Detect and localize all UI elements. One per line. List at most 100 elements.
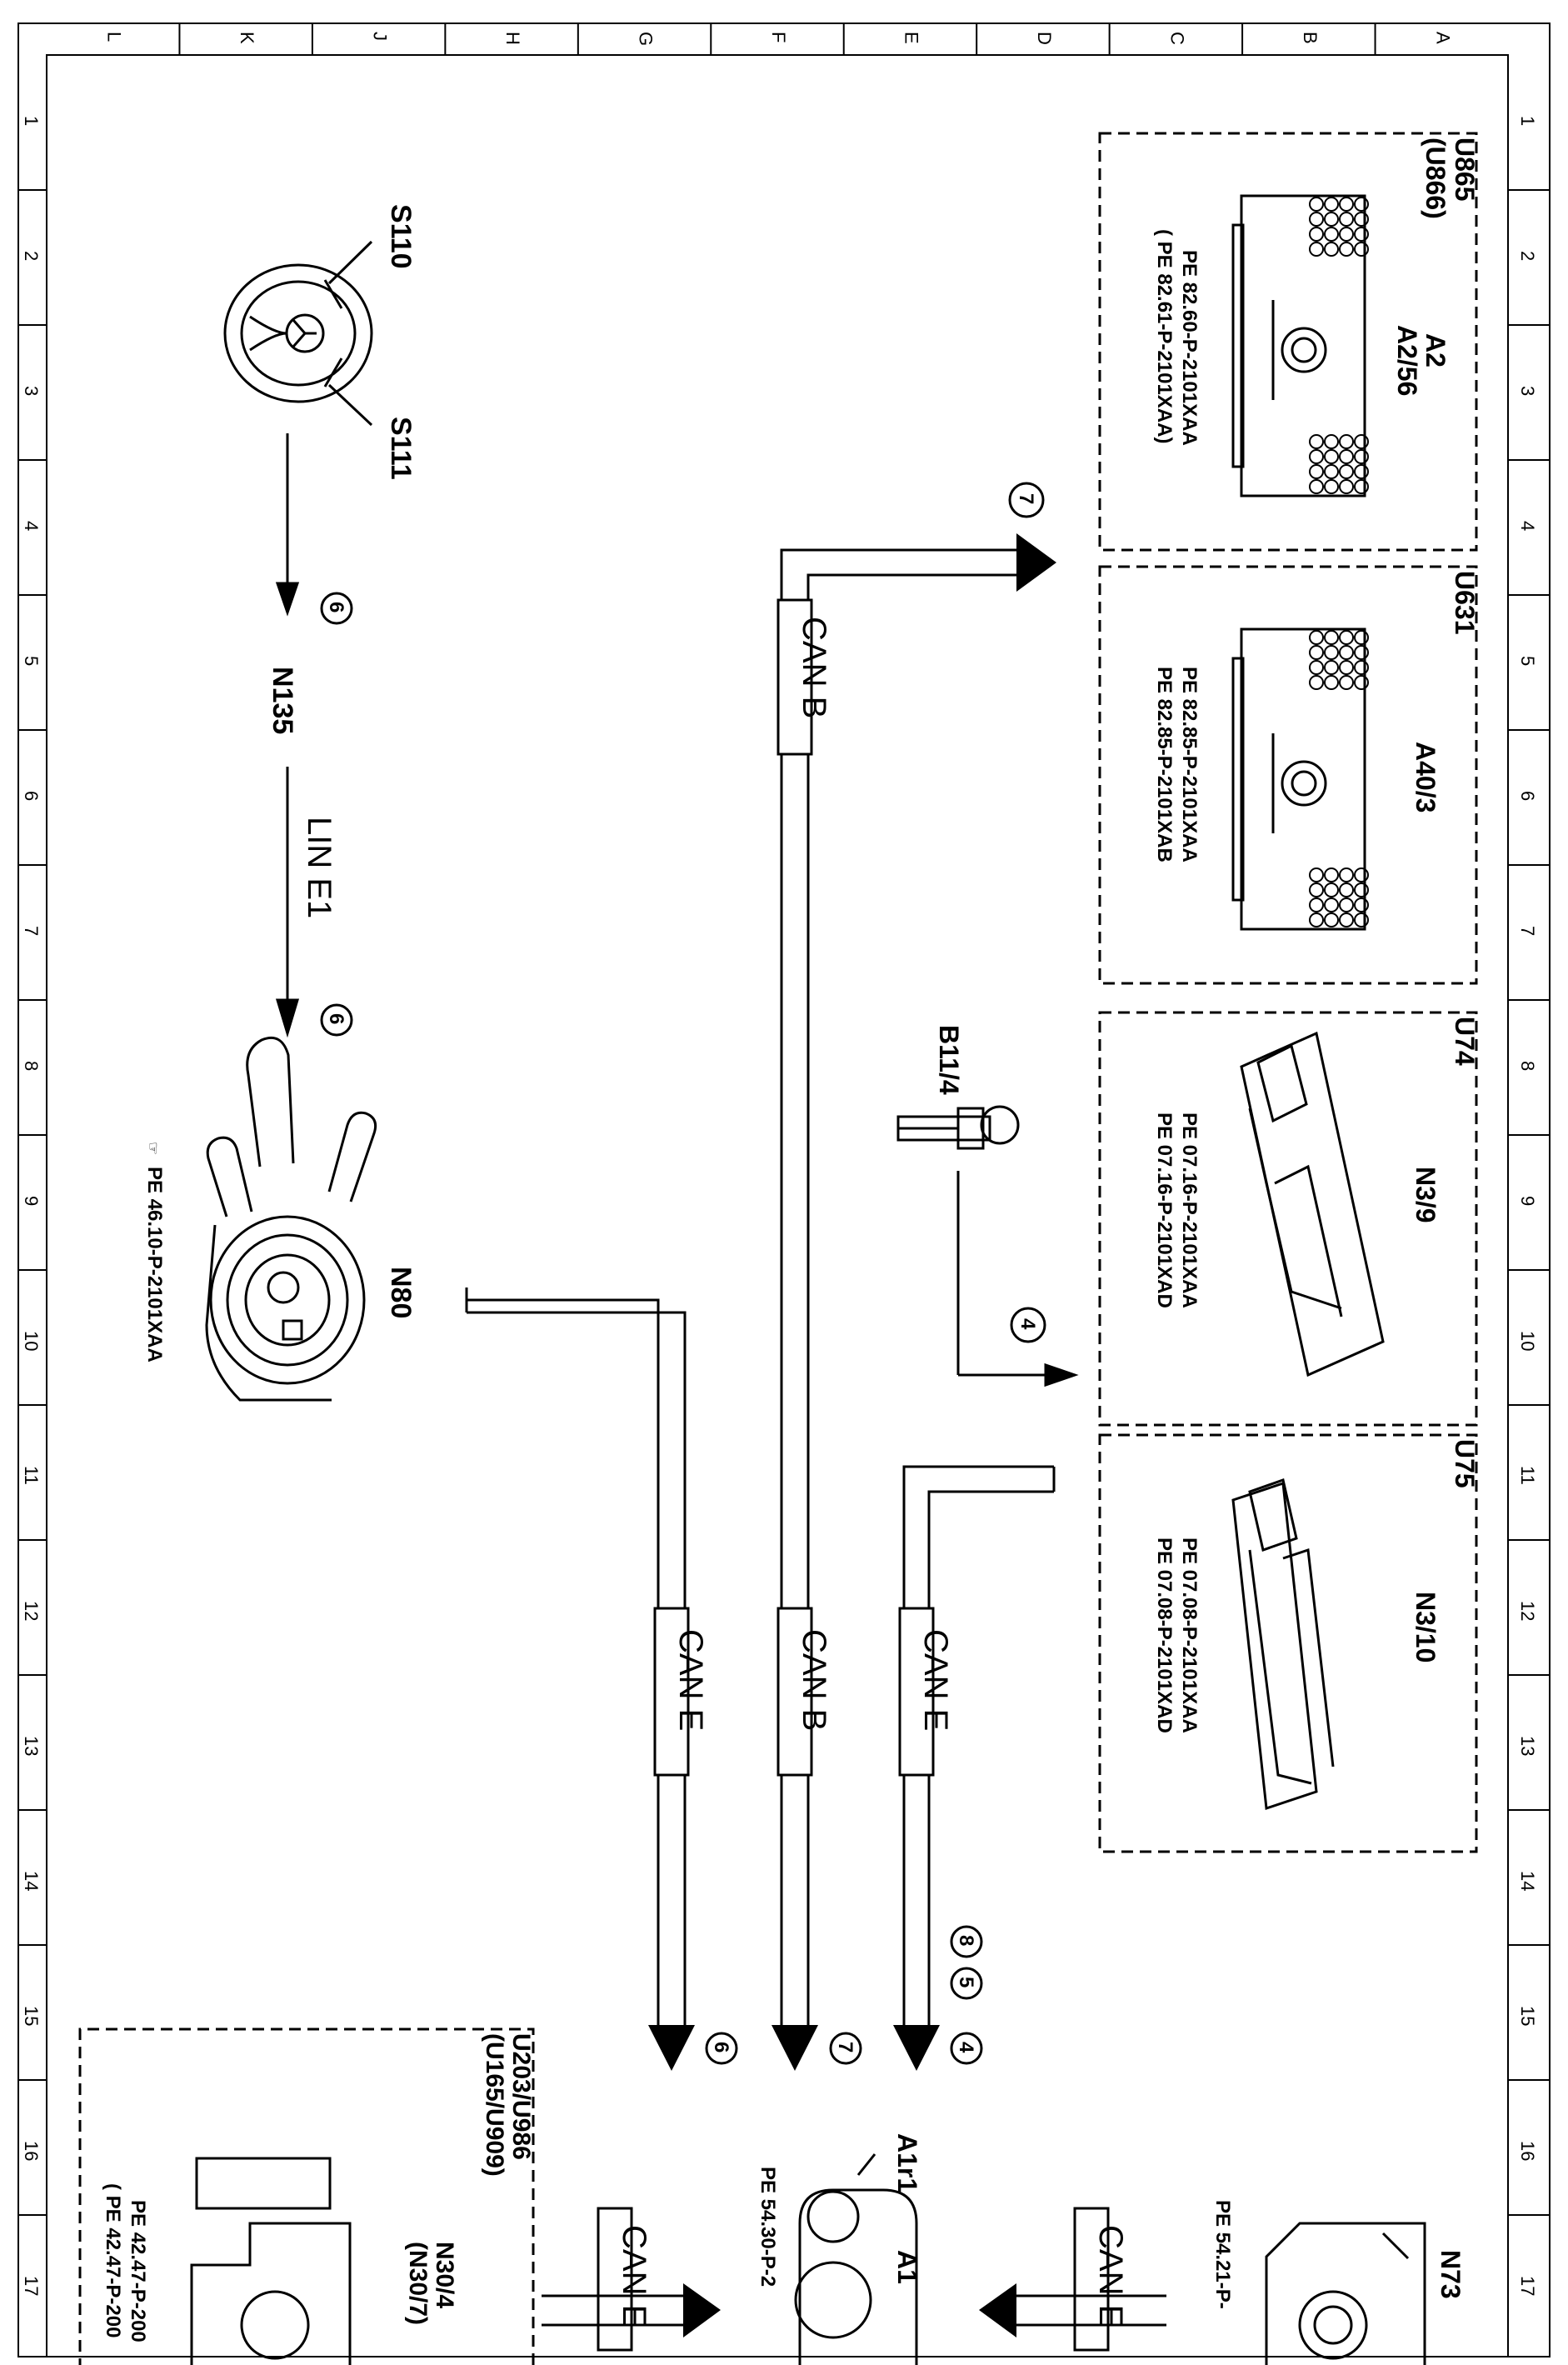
- u865-code: U865: [1450, 138, 1480, 202]
- radio-button: [1339, 479, 1354, 494]
- column-letter-D: D: [1034, 32, 1055, 45]
- column-letter-A: A: [1432, 32, 1453, 44]
- engine-control-unit-icon: [1240, 1031, 1385, 1378]
- column-letter-C: C: [1166, 32, 1187, 45]
- temperature-sensor-icon: [896, 1105, 1020, 1150]
- radio-button-grid: [1309, 197, 1369, 494]
- radio-button: [1354, 645, 1369, 660]
- row-number-11-l: 11: [21, 1466, 42, 1485]
- svg-text:CAN E: CAN E: [917, 1629, 954, 1731]
- row-number-16-r: 16: [1517, 2141, 1538, 2161]
- u75-box: [1098, 1433, 1478, 1853]
- row-number-17-r: 17: [1517, 2276, 1538, 2296]
- radio-button: [1339, 227, 1354, 242]
- u74-n3-9-label: N3/9: [1411, 1167, 1441, 1223]
- svg-text:CAN B: CAN B: [796, 617, 832, 718]
- svg-text:8: 8: [955, 1935, 977, 1946]
- svg-text:☞: ☞: [145, 1142, 162, 1155]
- radio-button: [1309, 882, 1324, 898]
- radio-button: [1324, 912, 1339, 928]
- a1r1-label: A1r1: [892, 2133, 922, 2192]
- svg-text:5: 5: [955, 1977, 977, 1988]
- row-number-16-l: 16: [21, 2141, 42, 2161]
- row-number-2-l: 2: [21, 251, 42, 261]
- row-number-12-r: 12: [1517, 1601, 1538, 1621]
- column-letter-F: F: [768, 32, 789, 42]
- can-e-arrow-a1-right: [979, 2283, 1016, 2338]
- can-e-tag-a1-left: CAN E: [597, 2207, 652, 2352]
- ref-7-marker-a1: 7: [829, 2032, 862, 2065]
- radio-button: [1309, 434, 1324, 449]
- radio-button: [1354, 898, 1369, 912]
- svg-text:PE 54.30-P-2: PE 54.30-P-2: [757, 2167, 779, 2287]
- u203-code-alt: (U165/U909): [481, 2033, 508, 2177]
- u74-pe-reference: PE 07.16-P-2101XAA PE 07.16-P-2101XAD: [1153, 1112, 1201, 1308]
- radio-button: [1354, 882, 1369, 898]
- radio-button: [1309, 868, 1324, 882]
- row-number-4-l: 4: [21, 521, 42, 531]
- can-e-line-a1-right: [1016, 2294, 1166, 2327]
- row-number-7-l: 7: [21, 926, 42, 936]
- n135-label: N135: [267, 667, 298, 734]
- radio-button: [1354, 434, 1369, 449]
- row-number-2-r: 2: [1517, 251, 1538, 261]
- can-e-arrow-n80: [648, 2025, 695, 2071]
- radio-button: [1309, 898, 1324, 912]
- radio-button: [1309, 242, 1324, 257]
- radio-button: [1309, 449, 1324, 464]
- can-e-tag-n80: CAN E: [653, 1607, 709, 1777]
- radio-button: [1339, 630, 1354, 645]
- radio-button: [1309, 912, 1324, 928]
- radio-button: [1339, 645, 1354, 660]
- column-letter-L: L: [104, 32, 125, 42]
- column-letter-K: K: [237, 32, 257, 44]
- u631-code: U631: [1450, 571, 1480, 635]
- column-letter-B: B: [1300, 32, 1321, 44]
- radio-button: [1324, 630, 1339, 645]
- radio-button: [1309, 479, 1324, 494]
- ref-5-marker: 5: [950, 1967, 983, 2000]
- row-number-3-r: 3: [1517, 386, 1538, 396]
- column-letter-H: H: [502, 32, 523, 45]
- radio-button: [1309, 630, 1324, 645]
- u203-code: U203/U986: [507, 2033, 535, 2160]
- row-number-10-r: 10: [1517, 1331, 1538, 1351]
- u631-box: [1098, 565, 1478, 985]
- ref-7-marker-u865: 7: [1008, 482, 1045, 518]
- lin-e1-label: LIN E1: [301, 817, 337, 918]
- row-number-14-l: 14: [21, 1871, 42, 1891]
- row-number-14-r: 14: [1517, 1871, 1538, 1891]
- radio-button: [1339, 882, 1354, 898]
- radio-button: [1324, 479, 1339, 494]
- ref-6-marker-b: 6: [320, 1003, 353, 1037]
- svg-text:PE 54.21-P-: PE 54.21-P-: [1211, 2200, 1234, 2309]
- row-number-12-l: 12: [21, 1601, 42, 1621]
- radio-button: [1354, 630, 1369, 645]
- instrument-cluster-icon: [794, 2153, 918, 2365]
- row-number-1-r: 1: [1517, 116, 1538, 126]
- s110-label: S110: [385, 204, 417, 269]
- ref-8-marker: 8: [950, 1925, 983, 1958]
- radio-button: [1324, 898, 1339, 912]
- can-e-tag-a1-right: CAN E: [1073, 2207, 1129, 2352]
- steering-wheel-icon: [223, 240, 373, 427]
- engine-control-unit-icon: [1231, 1478, 1335, 1811]
- row-number-11-r: 11: [1517, 1466, 1538, 1485]
- n30-7-label: (N30/7): [404, 2242, 432, 2325]
- can-e-arrow-u75: [893, 2025, 940, 2071]
- esp-control-unit-icon: [190, 2157, 352, 2365]
- radio-button: [1339, 464, 1354, 479]
- can-b-tag-upper: CAN B: [777, 598, 832, 756]
- ref-6-marker-a: 6: [320, 592, 353, 625]
- svg-text:4: 4: [1016, 1318, 1039, 1330]
- radio-button: [1309, 464, 1324, 479]
- svg-text:6: 6: [325, 1013, 347, 1024]
- svg-text:PE 82.85-P-2101XAA: PE 82.85-P-2101XAA: [1178, 667, 1201, 862]
- u865-a2-56-label: A2/56: [1392, 325, 1422, 396]
- row-number-5-r: 5: [1517, 656, 1538, 666]
- u865-box: [1098, 132, 1478, 552]
- n73-pe-reference: PE 54.21-P-: [1211, 2200, 1234, 2309]
- ref-4-marker-a1: 4: [950, 2032, 983, 2065]
- radio-button: [1339, 660, 1354, 675]
